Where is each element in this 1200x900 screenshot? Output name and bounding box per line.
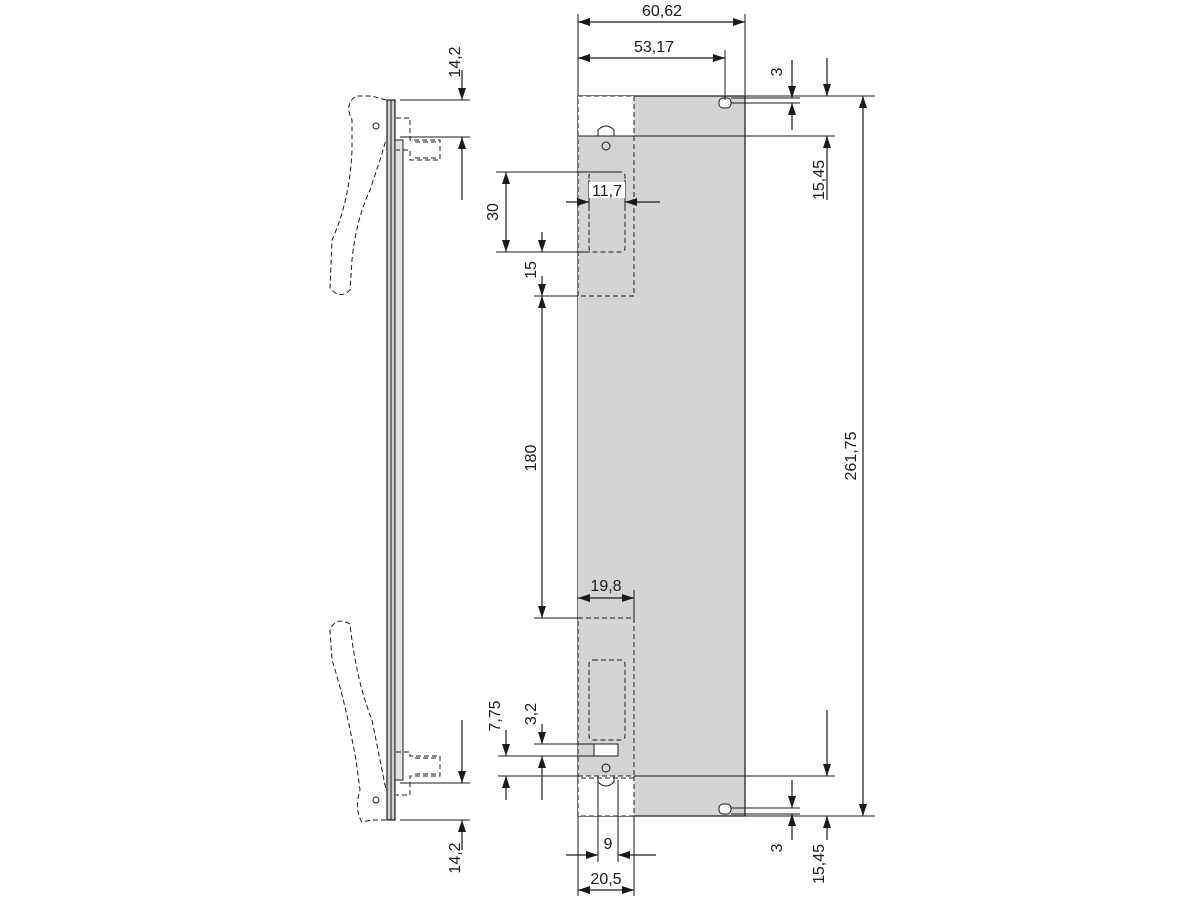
side-rail — [394, 139, 404, 781]
dim-bottom-hole-small: 3 — [731, 780, 800, 852]
dim-bottom-width-small-label: 9 — [604, 836, 613, 853]
dim-bottom-margin-label: 15,45 — [811, 844, 828, 884]
dim-width-hole: 53,17 — [578, 39, 726, 100]
front-rail-strip — [578, 96, 633, 816]
dim-height-total: 261,75 — [745, 96, 875, 817]
side-bottom-latch — [396, 751, 441, 796]
side-top-handle — [329, 95, 387, 295]
dim-rail-width: 19,8 — [578, 578, 635, 618]
dim-slot-height: 30 — [485, 171, 618, 253]
front-top-cut — [577, 95, 635, 137]
front-bottom-cut — [577, 775, 635, 817]
dim-slot-width-label: 11,7 — [592, 183, 622, 200]
dim-width-hole-label: 53,17 — [634, 39, 674, 56]
side-bottom-latch-detail — [415, 757, 438, 775]
side-bottom-handle — [329, 620, 387, 823]
dim-rail-width-label: 19,8 — [590, 578, 621, 595]
front-small-slot — [593, 743, 619, 757]
dim-bottom-width-small: 9 — [566, 780, 656, 862]
dim-slot-offset-label: 7,75 — [487, 700, 504, 731]
dim-slot-offset: 7,75 — [487, 700, 594, 800]
dim-slot-height-label: 30 — [485, 203, 502, 221]
dim-slot-gap: 15 — [523, 232, 578, 297]
dim-side-top-label: 14,2 — [447, 46, 464, 77]
front-top-hole — [601, 141, 611, 151]
dim-height-total-label: 261,75 — [843, 431, 860, 480]
front-lower-rail-zone — [577, 617, 635, 779]
dim-side-bottom-label: 14,2 — [447, 842, 464, 873]
dim-top-margin: 15,45 — [634, 58, 875, 200]
side-view — [329, 95, 441, 823]
dim-bottom-hole-small-label: 3 — [769, 843, 786, 852]
dim-side-top: 14,2 — [400, 46, 470, 200]
dim-rail-spacing-label: 180 — [523, 445, 540, 472]
front-upper-rail-zone — [577, 135, 635, 297]
dim-slot-width: 11,7 — [566, 180, 660, 210]
dim-side-bottom: 14,2 — [400, 720, 470, 874]
dim-top-hole-small-label: 3 — [769, 67, 786, 76]
dim-slot-gap-label: 15 — [523, 261, 540, 279]
side-top-screw — [372, 122, 380, 130]
side-bottom-screw — [372, 796, 380, 804]
front-view — [577, 95, 746, 817]
dim-top-margin-label: 15,45 — [811, 160, 828, 200]
side-top-latch — [396, 117, 441, 161]
front-bottom-hole — [601, 763, 611, 773]
dim-rail-spacing: 180 — [523, 296, 578, 619]
dim-width-total: 60,62 — [577, 3, 746, 96]
dim-width-total-label: 60,62 — [642, 3, 682, 20]
dim-bottom-width-label: 20,5 — [590, 871, 621, 888]
dim-small-slot: 3,2 — [523, 703, 594, 800]
dim-top-hole-small: 3 — [731, 60, 800, 130]
dim-bottom-margin: 15,45 — [634, 710, 835, 884]
side-top-latch-detail — [415, 141, 438, 159]
dim-small-slot-label: 3,2 — [523, 703, 540, 725]
dim-bottom-width: 20,5 — [577, 816, 635, 896]
front-top-notch — [597, 125, 615, 136]
front-bottom-mount-hole — [718, 803, 732, 815]
